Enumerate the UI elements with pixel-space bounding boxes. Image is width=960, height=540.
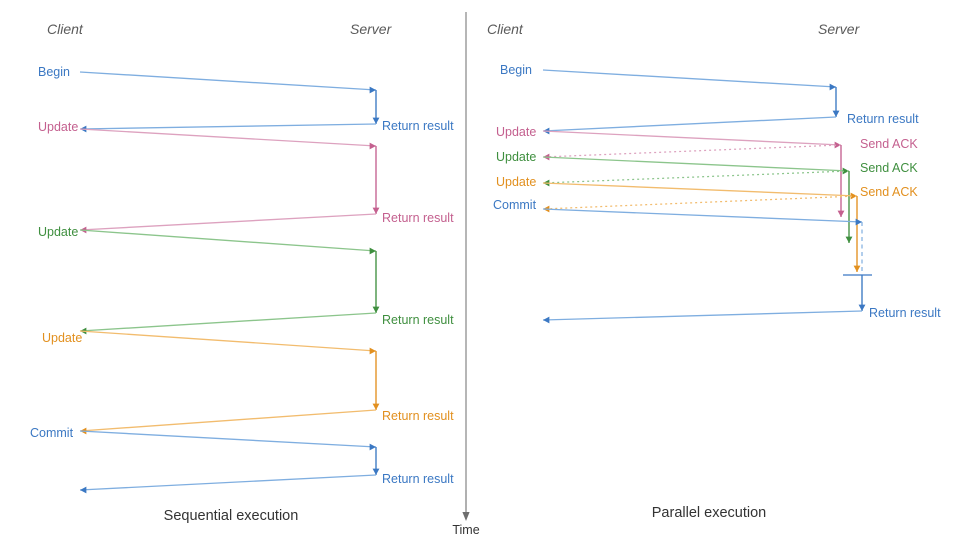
request-arrowhead <box>369 86 376 94</box>
time-axis-arrowhead <box>462 512 470 521</box>
message-label: Update <box>496 175 536 189</box>
reply-label: Return result <box>382 409 454 423</box>
reply-arrowhead <box>372 468 380 475</box>
reply-arrowhead <box>372 306 380 313</box>
request-line <box>79 128 377 147</box>
time-axis-label: Time <box>452 523 479 537</box>
ack-line <box>542 144 842 158</box>
request-line <box>542 69 837 88</box>
reply-client-arrowhead <box>543 316 550 324</box>
message-label: Update <box>38 225 78 239</box>
request-arrowhead <box>855 218 862 226</box>
ack-label: Send ACK <box>860 137 918 151</box>
reply-label: Return result <box>382 313 454 327</box>
request-arrowhead <box>369 347 376 355</box>
message-label: Update <box>496 150 536 164</box>
activation-arrowhead <box>837 210 845 217</box>
reply-client-arrowhead <box>80 486 87 494</box>
reply-arrowhead <box>372 207 380 214</box>
request-line <box>542 156 850 172</box>
center-divider-group: Time <box>452 12 480 537</box>
lane-title-client: Client <box>487 21 524 37</box>
reply-line <box>79 474 377 491</box>
activation-arrowhead <box>845 236 853 243</box>
activation-arrowhead <box>853 265 861 272</box>
request-arrowhead <box>369 142 376 150</box>
panel-caption: Parallel execution <box>652 505 766 521</box>
reply-line <box>79 213 377 231</box>
ack-line <box>542 195 858 210</box>
reply-line <box>79 123 377 130</box>
panel-caption: Sequential execution <box>164 508 299 524</box>
reply-line <box>79 312 377 332</box>
reply-line <box>79 409 377 432</box>
request-arrowhead <box>842 167 849 175</box>
lane-title-client: Client <box>47 21 84 37</box>
reply-arrowhead <box>832 110 840 117</box>
request-line <box>79 229 377 252</box>
request-line <box>79 330 377 352</box>
request-line <box>79 71 377 91</box>
message-label: Begin <box>500 63 532 77</box>
reply-arrowhead <box>372 117 380 124</box>
reply-line <box>542 310 863 321</box>
request-arrowhead <box>850 192 857 200</box>
ack-label: Send ACK <box>860 161 918 175</box>
request-arrowhead <box>834 141 841 149</box>
request-arrowhead <box>369 247 376 255</box>
request-line <box>542 182 858 197</box>
lane-title-server: Server <box>818 21 861 37</box>
message-label: Commit <box>493 198 537 212</box>
message-label: Update <box>496 125 536 139</box>
request-arrowhead <box>369 443 376 451</box>
reply-label: Return result <box>382 211 454 225</box>
reply-arrowhead <box>372 403 380 410</box>
request-arrowhead <box>829 83 836 91</box>
reply-label: Return result <box>382 119 454 133</box>
message-label: Commit <box>30 426 74 440</box>
ack-label: Send ACK <box>860 185 918 199</box>
ack-line <box>542 170 850 184</box>
reply-label: Return result <box>869 306 941 320</box>
message-label: Update <box>38 120 78 134</box>
message-label: Begin <box>38 65 70 79</box>
message-label: Update <box>42 331 82 345</box>
reply-arrowhead <box>858 304 866 311</box>
request-line <box>79 430 377 448</box>
reply-line <box>542 116 837 132</box>
request-line <box>542 130 842 146</box>
reply-label: Return result <box>847 112 919 126</box>
request-line <box>542 208 863 223</box>
lane-title-server: Server <box>350 21 393 37</box>
reply-label: Return result <box>382 472 454 486</box>
